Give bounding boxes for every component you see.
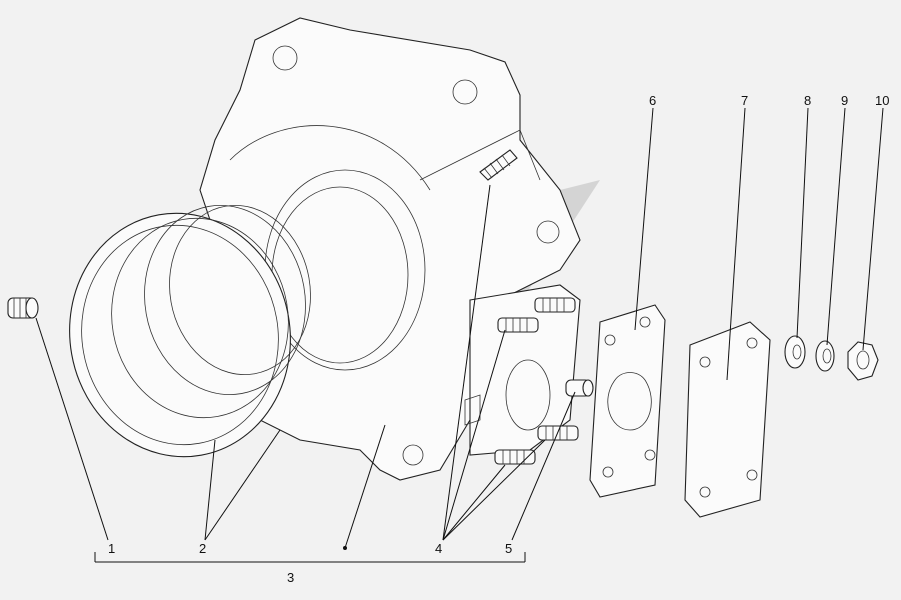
callout-2: 2	[199, 541, 206, 556]
stud	[497, 317, 539, 333]
callout-10: 10	[875, 93, 889, 108]
callout-9: 9	[841, 93, 848, 108]
seal-ring	[69, 205, 311, 458]
cover-plate	[684, 321, 771, 518]
plug-screw	[7, 297, 39, 319]
callout-labels: 1 2 3 4 5 6 7 8 9 10	[108, 93, 889, 585]
callout-3: 3	[287, 570, 294, 585]
housing-body	[199, 17, 581, 481]
callout-4: 4	[435, 541, 442, 556]
callout-1: 1	[108, 541, 115, 556]
dowel-pin	[565, 379, 594, 397]
callout-8: 8	[804, 93, 811, 108]
gasket	[589, 304, 666, 498]
callout-5: 5	[505, 541, 512, 556]
stud	[534, 297, 576, 313]
hex-nut	[847, 341, 879, 381]
stud	[494, 449, 536, 465]
lock-washer	[815, 340, 835, 372]
callout-7: 7	[741, 93, 748, 108]
leader-lines	[35, 107, 884, 563]
callout-6: 6	[649, 93, 656, 108]
flat-washer	[784, 335, 806, 369]
